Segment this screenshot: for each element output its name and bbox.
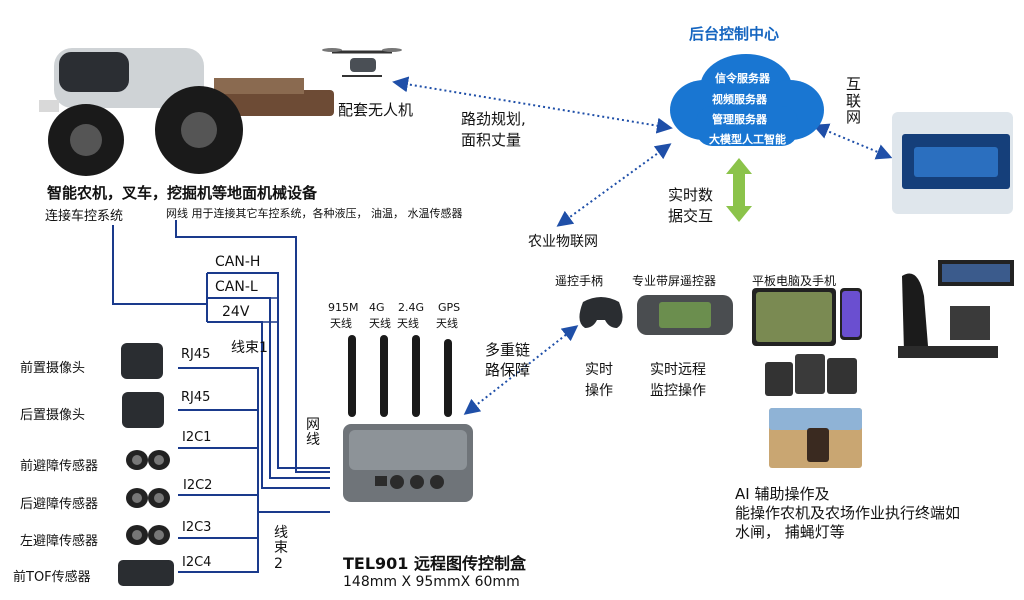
- sensor-left-obstacle-label: 左避障传感器: [20, 534, 99, 549]
- front-camera-icon: [121, 343, 163, 379]
- remote-monitor-2: 监控操作: [650, 383, 706, 399]
- port-i2c2: I2C2: [183, 478, 213, 493]
- multi-link-label-2: 路保障: [485, 361, 531, 379]
- control-room-image: [892, 112, 1013, 214]
- cloud-iot-link: [556, 143, 672, 227]
- drone-cloud-link: [392, 76, 673, 134]
- sensor-front-camera-label: 前置摄像头: [20, 361, 86, 376]
- gamepad-image: [577, 292, 625, 332]
- tablet-phone-label: 平板电脑及手机: [752, 274, 837, 288]
- tablets-group-image: [765, 352, 857, 398]
- harness2-label: 线束2: [274, 525, 288, 572]
- tel901-box-image: [335, 418, 480, 508]
- can-l-label: CAN-L: [215, 279, 258, 295]
- antenna-915m-label: 915M: [328, 301, 359, 314]
- drone-label: 配套无人机: [338, 101, 414, 119]
- port-i2c1: I2C1: [182, 430, 212, 445]
- iot-label: 农业物联网: [528, 234, 598, 250]
- realtime-arrow: [726, 158, 752, 222]
- pro-remote-label: 专业带屏遥控器: [632, 274, 717, 288]
- sensor-front-tof-label: 前TOF传感器: [13, 570, 91, 585]
- sensor-rear-obstacle-label: 后避障传感器: [20, 497, 99, 512]
- rear-obstacle-sensor-icon: [125, 483, 171, 513]
- antenna-gps-label: GPS: [438, 301, 461, 314]
- realtime-label-1: 实时数: [668, 186, 714, 204]
- machine-heading: 智能农机，叉车，挖掘机等地面机械设备: [47, 184, 318, 202]
- remote-controller-label: 遥控手柄: [555, 274, 604, 288]
- ai-line-2: 能操作农机及农场作业执行终端如: [735, 504, 961, 522]
- pro-remote-image: [637, 295, 733, 335]
- cloud-item-ai: 大模型人工智能: [709, 133, 786, 146]
- left-obstacle-sensor-icon: [125, 520, 171, 550]
- sensor-front-obstacle-label: 前避障传感器: [20, 459, 99, 474]
- port-rj45-rear: RJ45: [181, 390, 211, 405]
- ai-line-1: AI 辅助操作及: [735, 485, 830, 503]
- multi-link-label-1: 多重链: [485, 341, 531, 359]
- route-planning-label: 路劲规划,: [461, 110, 526, 128]
- area-measure-label: 面积丈量: [461, 131, 522, 149]
- 24v-label: 24V: [222, 304, 250, 320]
- cloud-screen-link: [812, 123, 893, 160]
- product-dimensions: 148mm X 95mmX 60mm: [343, 574, 520, 590]
- internet-label: 互联网: [846, 75, 862, 126]
- ai-line-3: 水闸， 捕蝇灯等: [735, 523, 845, 541]
- front-tof-sensor-icon: [118, 560, 174, 586]
- phone-image: [840, 288, 862, 340]
- vehicle-control-label: 连接车控系统: [45, 209, 124, 224]
- antenna-915m-sub: 天线: [330, 317, 352, 330]
- network-cable-desc: 网线 用于连接其它车控系统，各种液压， 油温， 水温传感器: [166, 207, 463, 220]
- sensor-rear-camera-label: 后置摄像头: [20, 408, 86, 423]
- antenna-4g-sub: 天线: [369, 317, 391, 330]
- front-obstacle-sensor-icon: [125, 445, 171, 475]
- tablet-image: [752, 288, 836, 346]
- tractor-image: [14, 30, 336, 178]
- rear-camera-icon: [122, 392, 164, 428]
- antenna-24g-sub: 天线: [397, 317, 419, 330]
- box-controller-link: [463, 325, 579, 415]
- antenna-4g-label: 4G: [369, 301, 385, 314]
- realtime-op-2: 操作: [585, 383, 613, 399]
- can-h-label: CAN-H: [215, 254, 261, 270]
- port-i2c4: I2C4: [182, 555, 212, 570]
- cloud-title: 后台控制中心: [689, 25, 780, 43]
- cloud-item-management: 管理服务器: [712, 113, 767, 126]
- antennas-image: [340, 335, 460, 425]
- remote-monitor-1: 实时远程: [650, 362, 706, 378]
- antenna-24g-label: 2.4G: [398, 301, 425, 314]
- port-rj45-front: RJ45: [181, 347, 211, 362]
- realtime-label-2: 据交互: [668, 207, 714, 225]
- cloud-item-video: 视频服务器: [712, 93, 767, 106]
- port-i2c3: I2C3: [182, 520, 212, 535]
- farmer-tablet-image: [769, 408, 862, 468]
- cloud-item-signaling: 信令服务器: [715, 72, 770, 85]
- cloud-shape: [668, 48, 826, 153]
- network-line-label: 网线: [306, 417, 320, 449]
- realtime-op-1: 实时: [585, 362, 613, 378]
- antenna-gps-sub: 天线: [436, 317, 458, 330]
- product-title: TEL901 远程图传控制盒: [343, 554, 527, 573]
- drone-image: [322, 42, 402, 84]
- cockpit-image: [888, 256, 1016, 366]
- harness1-label: 线束1: [231, 340, 268, 356]
